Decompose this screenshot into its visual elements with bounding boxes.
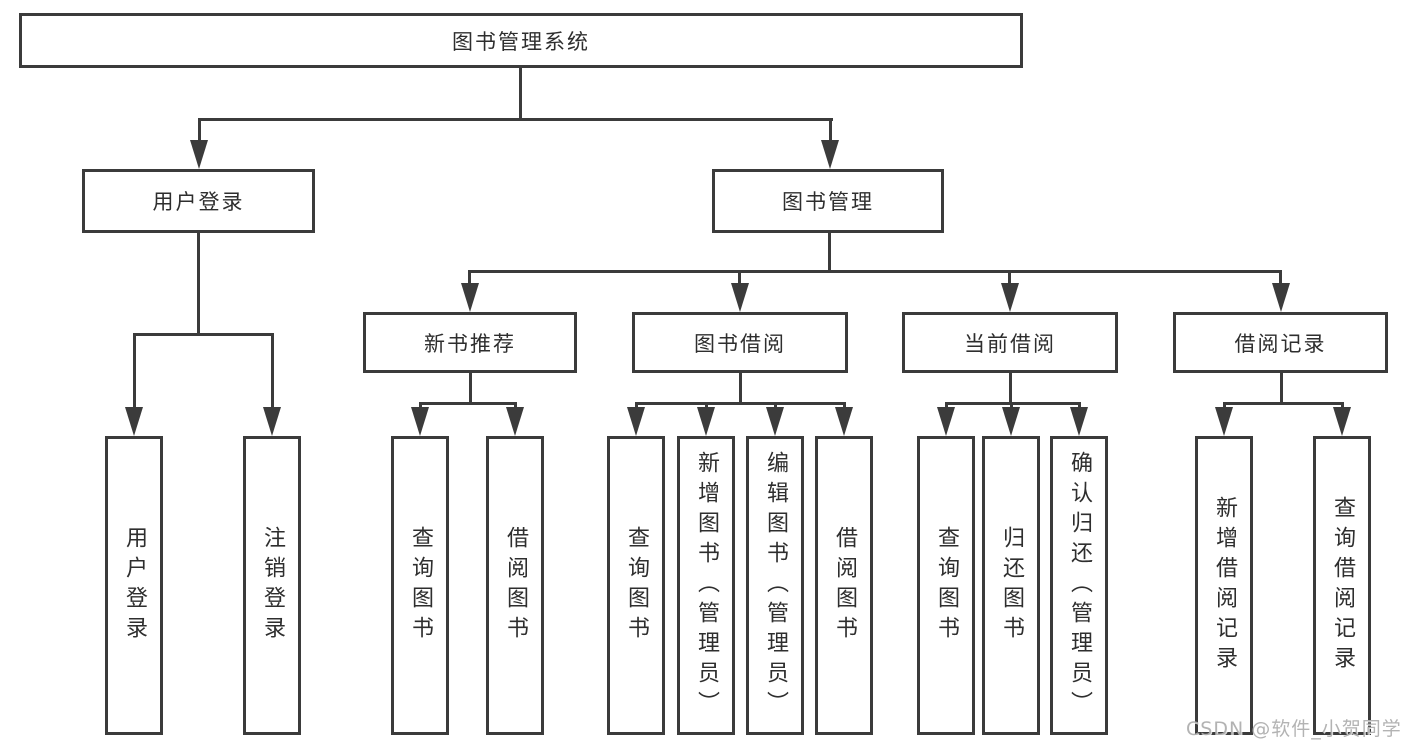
leaf-borrow-books: 借阅图书 — [815, 436, 873, 735]
node-label: 图书借阅 — [694, 331, 786, 356]
node-borrowing-records: 借阅记录 — [1173, 312, 1388, 373]
arrow-down-icon — [1272, 283, 1290, 312]
connector-line — [843, 402, 846, 410]
connector-line — [469, 270, 1282, 273]
leaf-label: 用户登录 — [122, 525, 147, 646]
arrow-down-icon — [697, 407, 715, 436]
arrow-down-icon — [190, 140, 208, 169]
connector-line — [635, 402, 845, 405]
connector-line — [1009, 373, 1012, 404]
leaf-label: 新增图书（管理员） — [694, 450, 719, 721]
leaf-label: 查询借阅记录 — [1330, 495, 1355, 676]
connector-line — [1223, 402, 1226, 410]
connector-line — [1279, 270, 1282, 284]
connector-line — [739, 373, 742, 404]
connector-line — [738, 270, 741, 284]
leaf-label: 查询图书 — [624, 525, 649, 646]
connector-line — [1223, 402, 1343, 405]
arrow-down-icon — [627, 407, 645, 436]
connector-line — [829, 118, 832, 146]
connector-line — [419, 402, 517, 405]
connector-line — [1010, 402, 1013, 410]
connector-line — [198, 118, 201, 146]
arrow-down-icon — [821, 140, 839, 169]
connector-line — [514, 402, 517, 410]
leaf-label: 确认归还（管理员） — [1067, 450, 1092, 721]
connector-line — [519, 66, 522, 120]
leaf-label: 归还图书 — [999, 525, 1024, 646]
arrow-down-icon — [1001, 283, 1019, 312]
arrow-down-icon — [835, 407, 853, 436]
connector-line — [1078, 402, 1081, 410]
arrow-down-icon — [411, 407, 429, 436]
leaf-confirm-return-admin: 确认归还（管理员） — [1050, 436, 1108, 735]
connector-line — [1008, 270, 1011, 284]
leaf-label: 借阅图书 — [503, 525, 528, 646]
connector-line — [828, 233, 831, 272]
connector-line — [774, 402, 777, 410]
node-label: 新书推荐 — [424, 331, 516, 356]
leaf-return-books: 归还图书 — [982, 436, 1040, 735]
connector-line — [419, 402, 422, 410]
arrow-down-icon — [937, 407, 955, 436]
leaf-label: 注销登录 — [260, 525, 285, 646]
arrow-down-icon — [1333, 407, 1351, 436]
connector-line — [133, 333, 274, 336]
node-label: 图书管理系统 — [452, 29, 590, 54]
connector-line — [1280, 373, 1283, 404]
node-user-login: 用户登录 — [82, 169, 315, 233]
node-label: 图书管理 — [782, 190, 874, 214]
node-current-borrowing: 当前借阅 — [902, 312, 1118, 373]
leaf-label: 编辑图书（管理员） — [763, 450, 788, 721]
arrow-down-icon — [506, 407, 524, 436]
connector-line — [468, 270, 471, 284]
arrow-down-icon — [263, 407, 281, 436]
leaf-user-login: 用户登录 — [105, 436, 163, 735]
leaf-label: 借阅图书 — [832, 525, 857, 646]
leaf-logout: 注销登录 — [243, 436, 301, 735]
connector-line — [271, 333, 274, 409]
arrow-down-icon — [766, 407, 784, 436]
node-new-book-recommendation: 新书推荐 — [363, 312, 577, 373]
leaf-add-books-admin: 新增图书（管理员） — [677, 436, 735, 735]
leaf-query-books-current: 查询图书 — [917, 436, 975, 735]
leaf-query-books-borrowing: 查询图书 — [607, 436, 665, 735]
node-book-borrowing: 图书借阅 — [632, 312, 848, 373]
connector-line — [469, 373, 472, 404]
connector-line — [198, 118, 833, 121]
arrow-down-icon — [1070, 407, 1088, 436]
arrow-down-icon — [1002, 407, 1020, 436]
node-label: 用户登录 — [152, 190, 245, 214]
node-label: 当前借阅 — [964, 331, 1056, 356]
arrow-down-icon — [461, 283, 479, 312]
leaf-query-books-recommend: 查询图书 — [391, 436, 449, 735]
connector-line — [705, 402, 708, 410]
arrow-down-icon — [731, 283, 749, 312]
arrow-down-icon — [125, 407, 143, 436]
leaf-edit-books-admin: 编辑图书（管理员） — [746, 436, 804, 735]
node-library-management-system: 图书管理系统 — [19, 13, 1023, 68]
leaf-label: 新增借阅记录 — [1212, 495, 1237, 676]
csdn-watermark: CSDN @软件_小贺同学 — [1186, 718, 1402, 740]
connector-line — [635, 402, 638, 410]
leaf-borrow-books-recommend: 借阅图书 — [486, 436, 544, 735]
leaf-label: 查询图书 — [934, 525, 959, 646]
node-book-management: 图书管理 — [712, 169, 944, 233]
arrow-down-icon — [1215, 407, 1233, 436]
leaf-label: 查询图书 — [408, 525, 433, 646]
leaf-query-borrow-record: 查询借阅记录 — [1313, 436, 1371, 735]
leaf-add-borrow-record: 新增借阅记录 — [1195, 436, 1253, 735]
connector-line — [197, 233, 200, 336]
connector-line — [1341, 402, 1344, 410]
connector-line — [945, 402, 948, 410]
node-label: 借阅记录 — [1234, 331, 1327, 356]
connector-line — [133, 333, 136, 409]
